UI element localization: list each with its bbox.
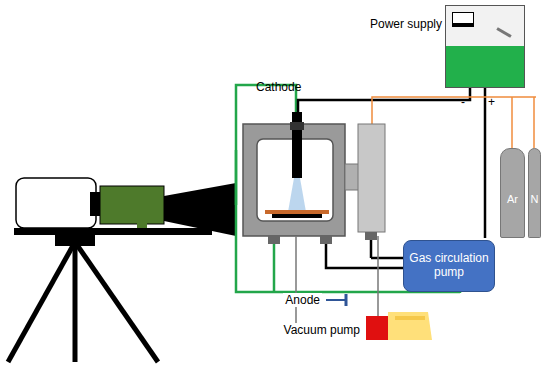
part-label: Anode: [283, 293, 322, 307]
power-supply: Power supply: [445, 5, 525, 88]
gas-cylinder: N: [528, 148, 541, 238]
node-text: Ar: [507, 193, 518, 237]
meter-needle: [496, 27, 511, 38]
meter-panel: [446, 6, 524, 46]
display-bar: [452, 12, 474, 27]
node-text: Gas circulation pump: [407, 252, 491, 280]
node-text: N: [531, 193, 539, 237]
control-panel: [446, 46, 524, 87]
terminal-sign: -: [461, 95, 465, 109]
terminal-sign: +: [488, 95, 495, 109]
part-label: Cathode: [256, 80, 301, 94]
gas-cylinder: Ar: [500, 148, 525, 238]
device-label: Power supply: [370, 18, 442, 32]
gas-circulation-pump: Gas circulation pump: [403, 240, 495, 292]
part-label: Vacuum pump: [282, 323, 362, 337]
